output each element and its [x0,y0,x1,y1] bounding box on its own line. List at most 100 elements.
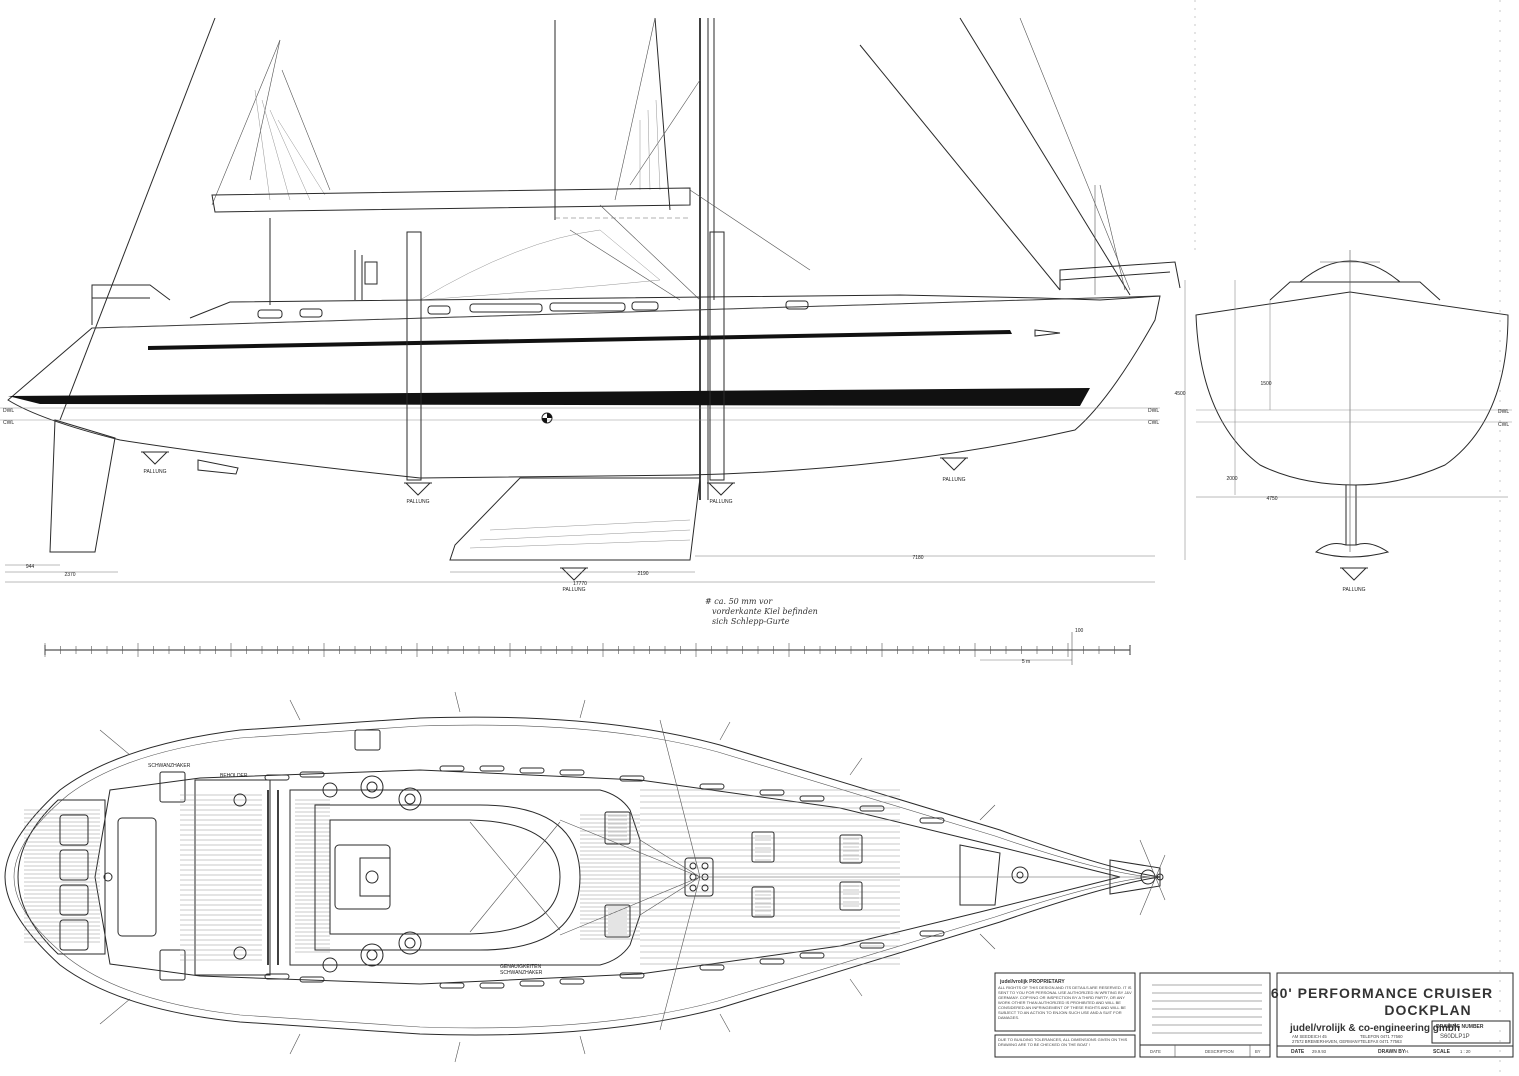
portlight [519,980,545,987]
scale-label: SCALE [1433,1049,1451,1055]
cwl-label-left: CWL [3,420,14,426]
drawing-title: 60' PERFORMANCE CRUISER [1271,985,1493,1001]
dim-aft-small: 944 [26,564,35,570]
portlight [699,783,725,790]
proprietary-body-wrap: ALL RIGHTS OF THIS DESIGN AND ITS DETAIL… [998,985,1132,1020]
dwl-label-right: DWL [1148,408,1159,414]
dim-stern-draft: 2000 [1226,476,1237,482]
portlight [559,978,585,985]
revision-block: DATE DESCRIPTION BY [1139,972,1271,1058]
dim-stern-beam: 4750 [1266,496,1277,502]
tolerance-note: DUE TO BUILDING TOLERANCES, ALL DIMENSIO… [998,1037,1128,1047]
boot-stripe [8,388,1090,406]
portlight [439,982,465,989]
stanchion-mark [849,978,863,997]
deck-portlights [264,765,945,989]
stanchion-mark [289,1033,301,1055]
handwritten-note-line-3: sich Schlepp-Gurte [712,617,790,626]
stanchion-mark [719,721,731,741]
portlight [799,952,825,959]
revision-col-date: DATE [1150,1049,1161,1054]
portlight [799,795,825,802]
portlight [699,964,725,971]
portlight [299,771,325,778]
appendages [49,419,701,561]
scale-bar-ticks [44,643,1131,657]
drawn-by-label: DRAWN BY [1378,1049,1406,1055]
sling-note-line-2: SCHWANZHAKER [500,970,543,976]
company-address-2: 27572 BREMERHAVEN, GERMANY [1292,1039,1361,1044]
dim-stern-freeboard: 1500 [1260,381,1271,387]
palling-label-fwd: PALLUNG [943,477,966,483]
palling-label-mid-aft: PALLUNG [407,499,430,505]
portlight [559,769,585,776]
palling-label-mid-fwd: PALLUNG [710,499,733,505]
scale-value: 1 : 20 [1460,1049,1471,1054]
stanchion-mark [99,998,131,1025]
winches [233,775,422,973]
rig-lines [59,17,1131,500]
portlight [919,930,945,937]
title-block: 60' PERFORMANCE CRUISER DOCKPLAN judel/v… [1271,972,1514,1058]
stanchion-mark [719,1013,731,1033]
portlight [619,972,645,979]
lifting-slings [406,231,725,481]
aft-cockpit-teak-lines [180,794,262,961]
stern-cwl-label: CWL [1498,422,1509,428]
cwl-label-right: CWL [1148,420,1159,426]
deck-note-top: SCHWANZHAKER [148,763,191,769]
palling-label-stern: PALLUNG [1343,587,1366,593]
dim-stern-height: 4500 [1174,391,1185,397]
company-phone: TELEFON 0471 77560 [1360,1034,1403,1039]
proprietary-body: ALL RIGHTS OF THIS DESIGN AND ITS DETAIL… [998,985,1132,1020]
dim-aft-section: 2370 [64,572,75,578]
portlight [299,976,325,983]
stanchion-mark [979,933,996,950]
bow-fitting [1011,839,1166,916]
proprietary-heading: judel/vrolijk PROPRIETARY [999,979,1065,985]
proprietary-notice: judel/vrolijk PROPRIETARY ALL RIGHTS OF … [994,972,1136,1058]
sling-note-line-1: GENAUIGKEITEN [500,964,542,970]
portlight [264,774,290,781]
portlight [479,765,505,772]
portlight [619,775,645,782]
hatch-grating-lines [608,815,859,934]
portlight [519,767,545,774]
date-label: DATE [1291,1049,1305,1055]
stern-dwl-label: DWL [1498,409,1509,415]
handwritten-note-line-2: vorderkante Kiel befinden [712,607,818,616]
hull-profile [0,218,1181,479]
scale-bar: 5 m 100 [44,628,1131,665]
dim-keel-to-stern: 7180 [912,555,923,561]
scale-bar-unit-label: 100 [1075,628,1084,634]
side-profile-view: PALLUNG PALLUNG PALLUNG PALLUNG PALLUNG … [0,17,1181,593]
stanchion-mark [979,804,996,821]
company-address-1: AM SEEDEICH 45 [1292,1034,1327,1039]
portlight [264,973,290,980]
main-cockpit-teak-lines [295,789,900,965]
portlight [859,805,885,812]
stanchion-marks [99,691,996,1063]
stanchion-mark [454,1041,461,1063]
portlight [859,942,885,949]
portlight [479,982,505,989]
dim-keel-length: 2190 [637,571,648,577]
handwritten-note-line-1: # ca. 50 mm vor [705,597,773,606]
stern-teak-lines [24,809,100,943]
stanchion-mark [579,699,586,719]
deck-plan-view: SCHWANZHAKER BEHOLDER GENAUIGKEITEN SCHW… [4,691,1166,1063]
deck-hatches [354,729,1001,938]
dim-overall-length: 17770 [573,581,587,587]
tolerance-note-wrap: DUE TO BUILDING TOLERANCES, ALL DIMENSIO… [998,1037,1128,1047]
revision-col-by: BY [1255,1049,1261,1054]
dwl-label-left: DWL [3,408,14,414]
scale-bar-length-label: 5 m [1022,659,1030,665]
drawing-subtitle: DOCKPLAN [1384,1002,1471,1018]
stanchion-mark [849,757,863,776]
drawing-number-label: DRAWING NUMBER [1436,1024,1484,1030]
revision-col-description: DESCRIPTION [1205,1049,1234,1054]
date-value: 29.9.93 [1312,1049,1327,1054]
sheer-stripe [148,330,1012,350]
stern-section-view: DWL CWL 4500 2000 1500 4750 PALLUNG [1174,250,1512,593]
portlight [759,789,785,796]
